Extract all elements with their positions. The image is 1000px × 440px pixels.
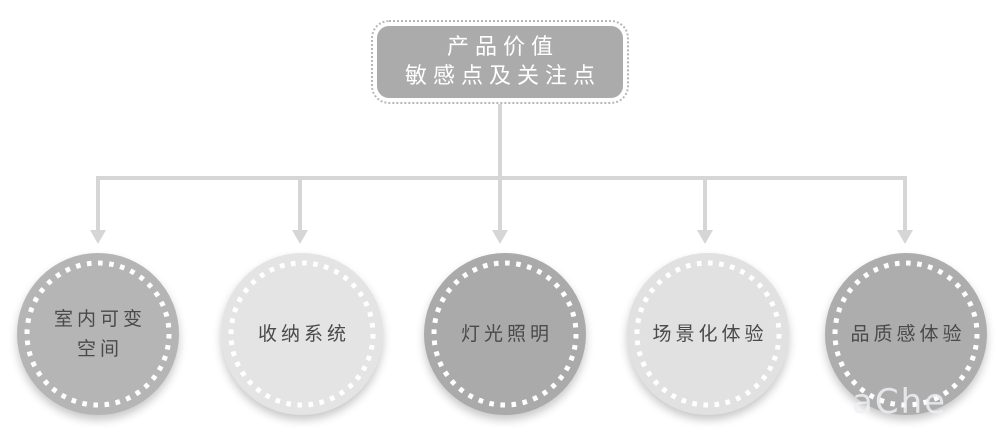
root-node: 产品价值 敏感点及关注点 [371,20,629,104]
node-label: 品质感体验 [850,323,966,345]
root-node-label: 产品价值 敏感点及关注点 [404,35,601,89]
node-circle-quality-experience: 品质感体验 [825,253,987,415]
arrow-down-icon [90,230,106,244]
node-circle-storage-system: 收纳系统 [221,253,383,415]
arrowheads [90,230,913,244]
node-circle-lighting: 灯光照明 [424,253,586,415]
root-node-box: 产品价值 敏感点及关注点 [377,26,623,98]
arrow-down-icon [492,230,508,244]
branch-lines [96,176,907,232]
arrow-down-icon [292,230,308,244]
node-circle-scenario-experience: 场景化体验 [627,253,789,415]
arrow-down-icon [697,230,713,244]
node-label: 场景化体验 [652,323,768,345]
node-label: 灯光照明 [460,323,553,345]
node-circle-indoor-variable-space: 室内可变 空间 [17,253,179,415]
node-label: 室内可变 空间 [53,308,146,360]
arrow-down-icon [897,230,913,244]
node-label: 收纳系统 [257,323,350,345]
